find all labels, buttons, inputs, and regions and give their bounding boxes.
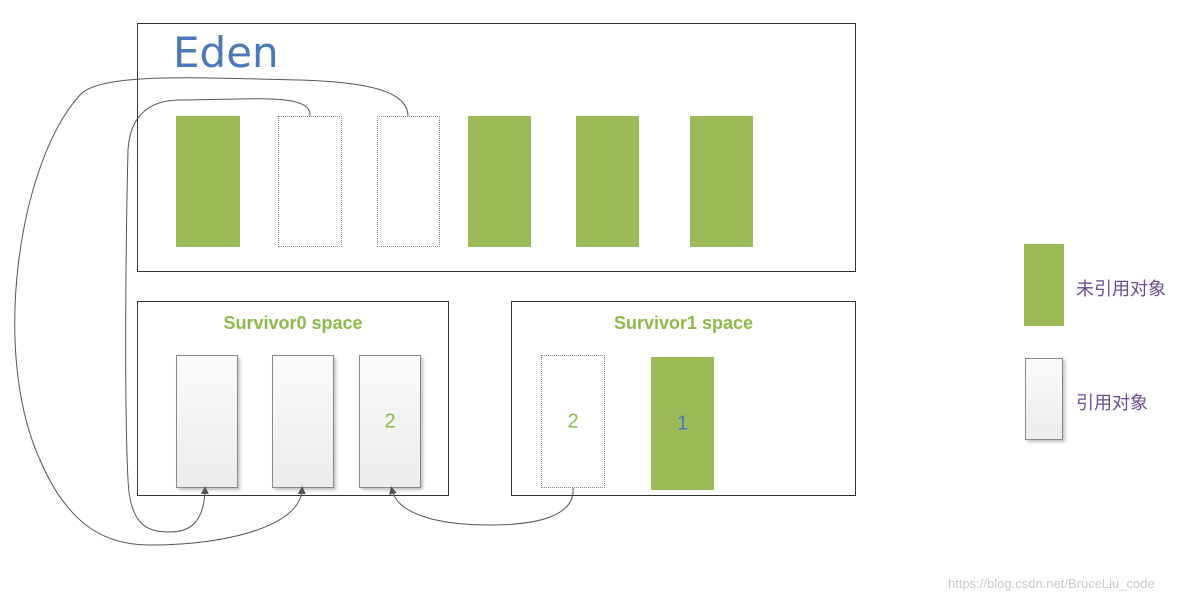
survivor1-title: Survivor1 space bbox=[613, 313, 754, 333]
eden-object-unreferenced bbox=[690, 116, 753, 247]
survivor0-title: Survivor0 space bbox=[223, 313, 363, 333]
survivor0-object bbox=[272, 355, 334, 488]
watermark: https://blog.csdn.net/BruceLiu_code bbox=[948, 576, 1155, 591]
move-arrow-eden-to-s0-first bbox=[125, 98, 311, 533]
object-number: 1 bbox=[676, 412, 689, 434]
eden-object-moved bbox=[278, 116, 342, 247]
legend-swatch-unreferenced bbox=[1024, 244, 1064, 326]
eden-object-unreferenced bbox=[176, 116, 240, 247]
object-number: 2 bbox=[567, 410, 579, 432]
eden-object-unreferenced bbox=[576, 116, 639, 247]
eden-object-moved bbox=[377, 116, 440, 247]
survivor1-object-unreferenced: 1 bbox=[651, 357, 714, 490]
move-arrow-s1-to-s0 bbox=[389, 486, 574, 526]
legend-label-unreferenced: 未引用对象 bbox=[1076, 279, 1166, 300]
move-arrow-eden-to-s0-second bbox=[14, 77, 409, 546]
survivor0-object: 2 bbox=[359, 355, 421, 488]
eden-object-unreferenced bbox=[468, 116, 531, 247]
legend-label-referenced: 引用对象 bbox=[1076, 393, 1148, 414]
eden-title: Eden bbox=[173, 28, 279, 77]
survivor0-object bbox=[176, 355, 238, 488]
object-number: 2 bbox=[384, 410, 396, 432]
legend-swatch-referenced bbox=[1025, 358, 1063, 440]
survivor1-object-moved: 2 bbox=[541, 355, 605, 488]
